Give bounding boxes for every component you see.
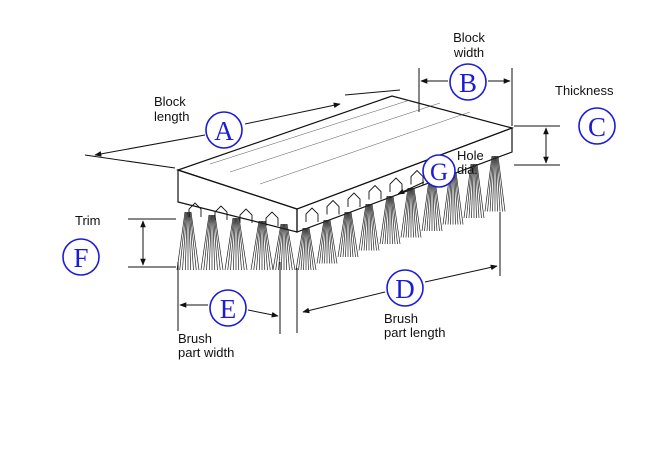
block-front-face xyxy=(177,169,298,233)
marker-B-letter: B xyxy=(459,68,477,98)
marker-F-letter: F xyxy=(73,243,88,273)
marker-E-circle xyxy=(209,289,247,327)
marker-G: G xyxy=(422,154,456,188)
trim-label: Trim xyxy=(75,213,101,228)
hole-dia-label-line2: dia. xyxy=(457,162,478,177)
marker-A-letter: A xyxy=(214,116,234,146)
marker-C: C xyxy=(578,107,616,145)
tuft-hole xyxy=(368,184,382,200)
thickness-label: Thickness xyxy=(555,83,614,98)
block-width-label-line1: Block xyxy=(453,30,485,45)
bristle-tuft xyxy=(463,163,485,219)
bristle-tuft xyxy=(272,223,296,271)
marker-G-circle xyxy=(422,154,456,188)
bristle-tuft xyxy=(484,155,506,212)
brush-part-length-label-line2: part length xyxy=(384,325,445,340)
brush-part-width-label-line2: part width xyxy=(178,345,234,360)
tuft-hole xyxy=(389,177,403,192)
marker-F: F xyxy=(62,238,100,276)
marker-A-circle xyxy=(205,111,243,149)
hole-dia-label-line1: Hole xyxy=(457,148,484,163)
marker-F-circle xyxy=(62,238,100,276)
marker-B: B xyxy=(449,63,487,101)
brush-part-width-label-line1: Brush xyxy=(178,331,212,346)
bristle-tuft xyxy=(358,203,380,251)
marker-C-letter: C xyxy=(588,112,606,142)
tuft-hole xyxy=(188,202,202,217)
dimension-hole-diameter: Hole dia. G xyxy=(397,148,484,195)
marker-D: D xyxy=(386,269,424,307)
tuft-holes xyxy=(188,162,445,226)
tuft-hole xyxy=(239,208,253,223)
bristle-tuft xyxy=(337,211,359,258)
bristle-tufts xyxy=(176,155,506,271)
brush-part-length-label-line1: Brush xyxy=(384,311,418,326)
block-right-face xyxy=(296,127,513,233)
bristle-tuft xyxy=(200,214,224,271)
marker-G-letter: G xyxy=(430,159,448,186)
dimension-trim: Trim F xyxy=(62,213,176,276)
marker-D-letter: D xyxy=(395,274,415,304)
bristle-tuft xyxy=(400,187,422,238)
block-length-label-line2: length xyxy=(154,109,189,124)
dimension-brush-part-length: Brush part length D xyxy=(296,212,501,340)
marker-B-circle xyxy=(449,63,487,101)
tuft-hole xyxy=(347,192,361,207)
tuft-hole xyxy=(326,199,340,215)
block-top-hatch xyxy=(209,99,471,185)
marker-D-circle xyxy=(386,269,424,307)
dimension-block-width: Block width B xyxy=(418,30,513,126)
bristle-tuft xyxy=(379,195,401,245)
marker-C-circle xyxy=(578,107,616,145)
bristle-tuft xyxy=(295,227,317,271)
bristle-tuft xyxy=(176,211,200,271)
block-width-label-line2: width xyxy=(453,45,484,60)
dimension-brush-part-width: Brush part width E xyxy=(177,262,281,360)
marker-A: A xyxy=(205,111,243,149)
tuft-hole xyxy=(410,169,424,185)
bristle-tuft xyxy=(316,219,338,264)
block-length-label-line1: Block xyxy=(154,94,186,109)
marker-E: E xyxy=(209,289,247,327)
bristle-tuft xyxy=(421,179,443,232)
bristle-tuft xyxy=(224,217,248,271)
bristle-tuft xyxy=(250,220,274,271)
marker-E-letter: E xyxy=(220,294,237,324)
tuft-hole xyxy=(214,205,228,220)
dimension-thickness: Thickness C xyxy=(514,83,616,166)
tuft-hole xyxy=(305,207,319,222)
dimension-block-length: Block length A xyxy=(84,89,401,169)
tuft-hole xyxy=(265,211,279,226)
